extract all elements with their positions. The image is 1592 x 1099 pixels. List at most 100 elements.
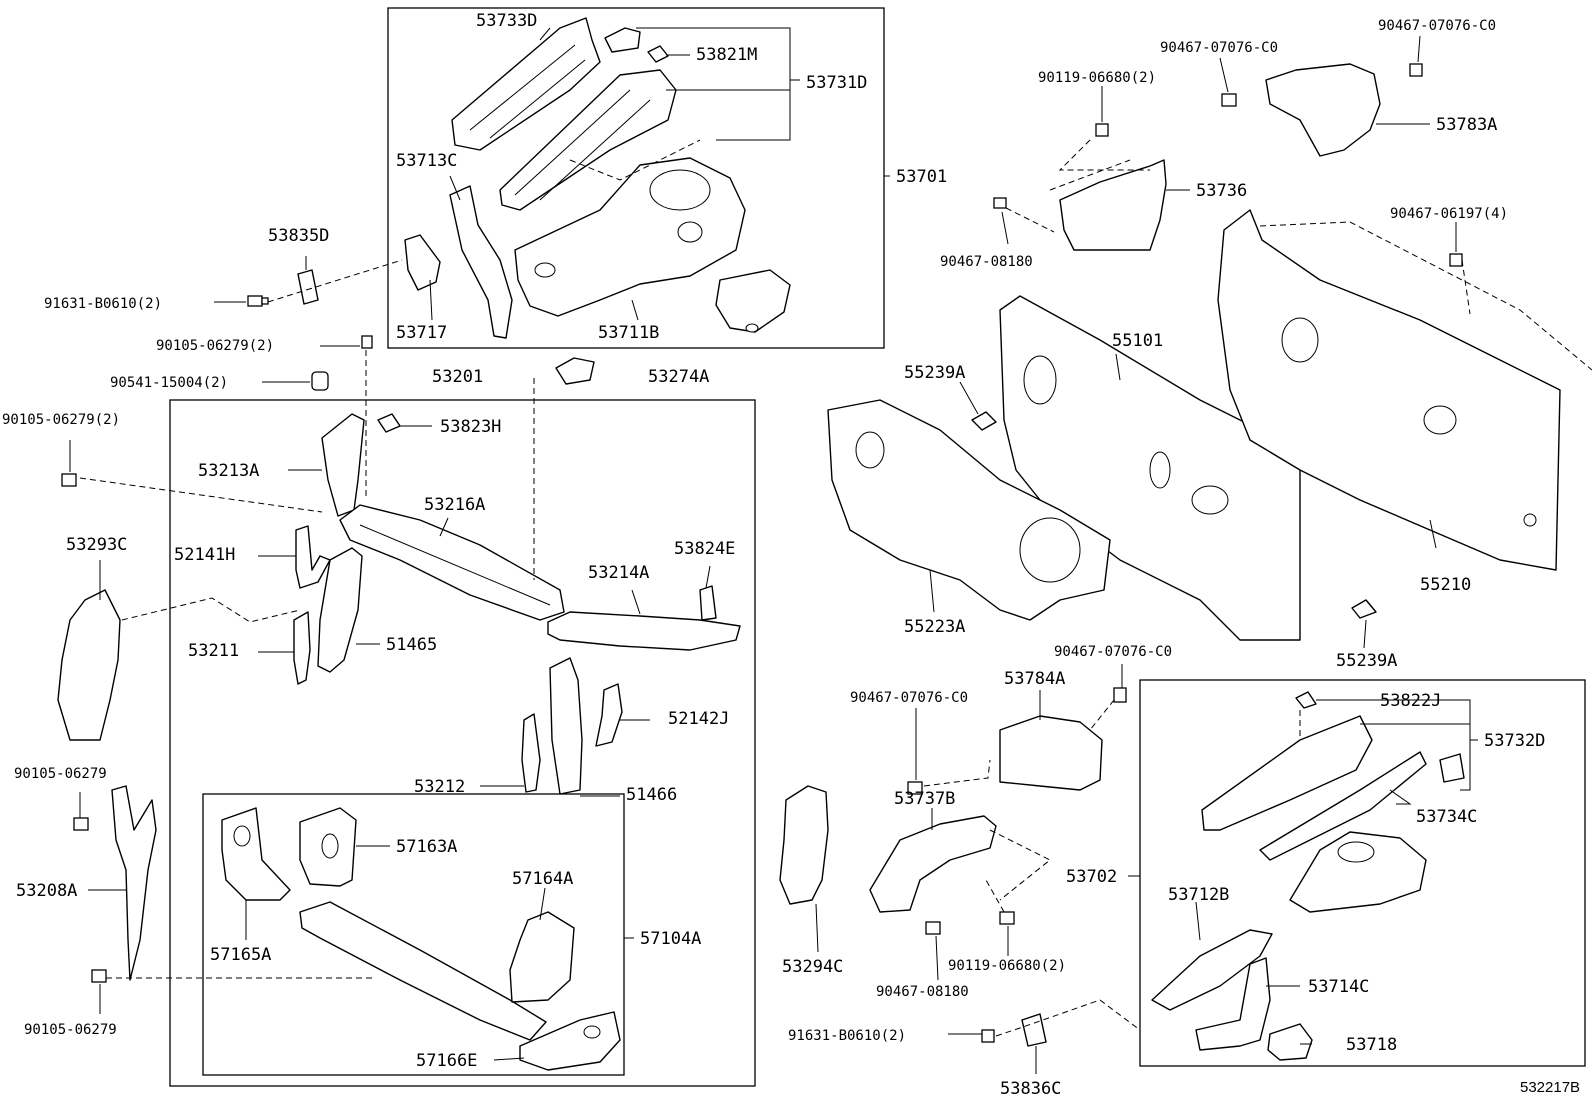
callout-91631-B0610-2a: 91631-B0610(2) (44, 296, 162, 312)
part-57164A (509, 911, 575, 1003)
clip-icon (1351, 599, 1377, 619)
part-53737B (869, 815, 997, 913)
callout-53732D: 53732D (1484, 731, 1545, 751)
callout-90467-08180a: 90467-08180 (940, 254, 1033, 270)
bolt-icon (981, 1029, 995, 1043)
part-53717 (404, 234, 441, 291)
clip-icon (971, 411, 997, 431)
callout-53714C: 53714C (1308, 977, 1369, 997)
part-53214A (547, 611, 741, 651)
callout-57104A: 57104A (640, 929, 701, 949)
part-53836C (1021, 1013, 1047, 1047)
part-53821M (604, 27, 669, 63)
callout-90467-07076-C0d: 90467-07076-C0 (850, 690, 968, 706)
part-57166E (519, 1011, 621, 1071)
bolt-icon (1221, 93, 1237, 107)
group-box-53701 (387, 7, 885, 349)
bolt-icon (1449, 253, 1463, 267)
part-57104A (299, 901, 547, 1041)
callout-57163A: 57163A (396, 837, 457, 857)
callout-57164A: 57164A (512, 869, 573, 889)
callout-53731D: 53731D (806, 73, 867, 93)
callout-53835D: 53835D (268, 226, 329, 246)
part-53216A (339, 504, 565, 621)
part-53732D-bracket (1439, 753, 1465, 783)
callout-90541-15004-2: 90541-15004(2) (110, 375, 228, 391)
group-box-57104A (202, 793, 625, 1076)
callout-53702: 53702 (1066, 867, 1117, 887)
callout-53718: 53718 (1346, 1035, 1397, 1055)
callout-53293C: 53293C (66, 535, 127, 555)
assembly-dashed-lines (79, 139, 1592, 1037)
part-apron-bracket (715, 269, 791, 333)
part-53824E (699, 585, 717, 621)
callout-90467-08180b: 90467-08180 (876, 984, 969, 1000)
bolt-icon (1095, 123, 1109, 137)
bolt-icon (61, 473, 77, 487)
callout-53783A: 53783A (1436, 115, 1497, 135)
callout-90119-06680-2b: 90119-06680(2) (948, 958, 1066, 974)
callout-55223A: 55223A (904, 617, 965, 637)
part-53783A (1265, 63, 1381, 157)
part-53784A (999, 715, 1103, 791)
bolt-icon (925, 921, 941, 935)
part-53714C (1195, 957, 1271, 1051)
part-53211 (293, 611, 311, 685)
part-57163A (299, 807, 357, 887)
bolt-icon (247, 295, 269, 307)
callout-51466: 51466 (626, 785, 677, 805)
part-53732D (1201, 715, 1373, 831)
callout-53208A: 53208A (16, 881, 77, 901)
callout-53736: 53736 (1196, 181, 1247, 201)
callout-53214A: 53214A (588, 563, 649, 583)
callout-90467-07076-C0a: 90467-07076-C0 (1378, 18, 1496, 34)
callout-52142J: 52142J (668, 709, 729, 729)
callout-90467-07076-C0b: 90467-07076-C0 (1160, 40, 1278, 56)
callout-53201: 53201 (432, 367, 483, 387)
grommet-icon (311, 371, 329, 391)
callout-53824E: 53824E (674, 539, 735, 559)
part-53736 (1059, 159, 1167, 251)
part-53293C (57, 589, 121, 741)
part-53718 (1267, 1023, 1313, 1061)
bolt-icon (73, 817, 89, 831)
part-51465 (317, 547, 363, 673)
callout-91631-B0610-2b: 91631-B0610(2) (788, 1028, 906, 1044)
part-57165A (221, 807, 291, 901)
callout-53713C: 53713C (396, 151, 457, 171)
part-53713C (449, 185, 513, 339)
bolt-icon (907, 781, 923, 795)
callout-53734C: 53734C (1416, 807, 1477, 827)
callout-53712B: 53712B (1168, 885, 1229, 905)
callout-90467-06197-4: 90467-06197(4) (1390, 206, 1508, 222)
callout-53213A: 53213A (198, 461, 259, 481)
part-53274A (555, 357, 595, 385)
part-51466 (549, 657, 583, 795)
callout-90105-06279a: 90105-06279 (14, 766, 107, 782)
callout-55239A-b: 55239A (1336, 651, 1397, 671)
group-box-53201 (169, 399, 756, 1087)
part-53711B (514, 157, 746, 317)
leader-lines (69, 27, 1478, 1074)
callout-53711B: 53711B (598, 323, 659, 343)
callout-labels: 53733D 53821M 53731D 53713C 53701 53717 … (2, 11, 1580, 1099)
part-53294C (779, 785, 829, 905)
callout-90467-07076-C0c: 90467-07076-C0 (1054, 644, 1172, 660)
callout-53274A: 53274A (648, 367, 709, 387)
part-53733D (451, 17, 601, 151)
callout-57166E: 57166E (416, 1051, 477, 1071)
callout-53294C: 53294C (782, 957, 843, 977)
diagram-id: 532217B (1520, 1079, 1580, 1096)
part-52142J (595, 683, 623, 747)
part-53835D (297, 269, 319, 305)
part-53734C (1259, 751, 1427, 861)
bolt-icon (1409, 63, 1423, 77)
callout-53216A: 53216A (424, 495, 485, 515)
callout-53784A: 53784A (1004, 669, 1065, 689)
part-53823H (377, 413, 401, 433)
part-53212 (521, 713, 541, 793)
bolt-icon (999, 911, 1015, 925)
bolt-icon (993, 197, 1007, 209)
part-55223A (827, 399, 1111, 621)
